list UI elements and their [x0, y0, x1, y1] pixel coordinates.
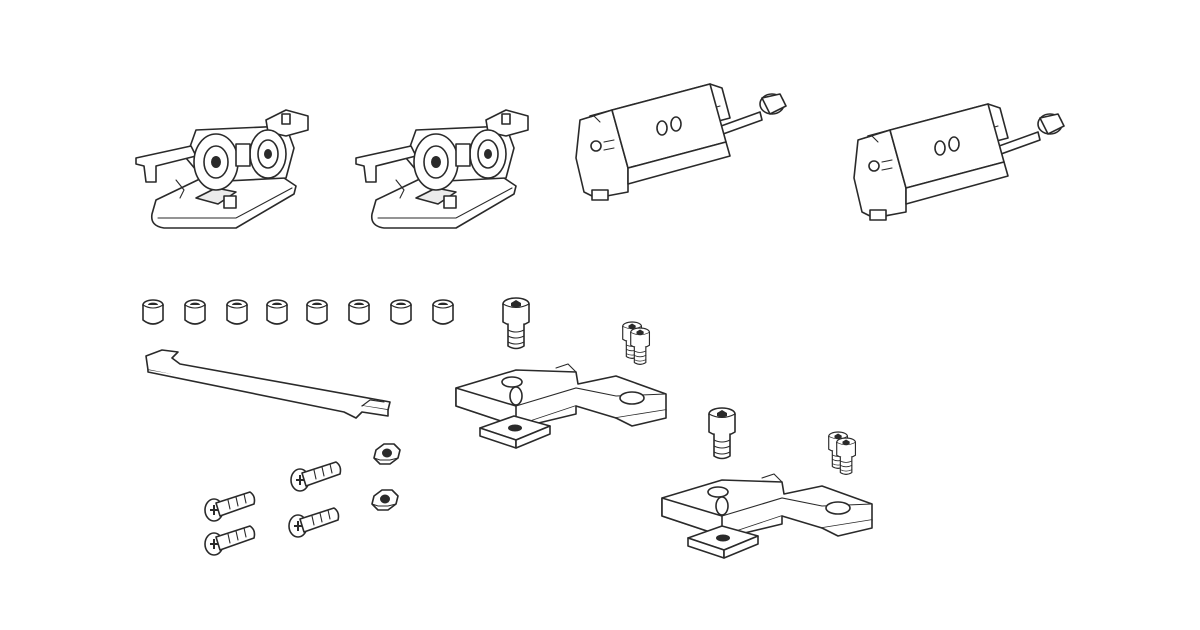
- spanner-wrench: [145, 349, 391, 419]
- phillips-screw: [204, 525, 256, 556]
- twin-socket-bolts: [829, 432, 856, 474]
- spacer-sleeve: [226, 299, 248, 325]
- spacer-sleeve: [142, 299, 164, 325]
- soft-close-damper-2: [853, 103, 1065, 221]
- spacer-sleeve: [266, 299, 288, 325]
- spacer-sleeve: [184, 299, 206, 325]
- spacer-sleeve: [306, 299, 328, 325]
- phillips-screw: [288, 507, 340, 538]
- phillips-screw: [204, 491, 256, 522]
- roller-carriage-2: [355, 109, 529, 229]
- spacer-sleeve: [390, 299, 412, 325]
- twin-socket-bolts: [623, 322, 650, 364]
- hex-nut: [371, 489, 399, 511]
- roller-carriage-1: [135, 109, 309, 229]
- socket-head-bolt: [708, 407, 736, 460]
- spacer-sleeve: [348, 299, 370, 325]
- phillips-screw: [290, 461, 342, 492]
- spacer-sleeves: [142, 299, 454, 325]
- hex-nut: [373, 443, 401, 465]
- mounting-bracket-1: [455, 363, 667, 427]
- soft-close-damper-1: [575, 83, 787, 201]
- socket-head-bolt: [502, 297, 530, 350]
- spacer-sleeve: [432, 299, 454, 325]
- mounting-bracket-2: [661, 473, 873, 537]
